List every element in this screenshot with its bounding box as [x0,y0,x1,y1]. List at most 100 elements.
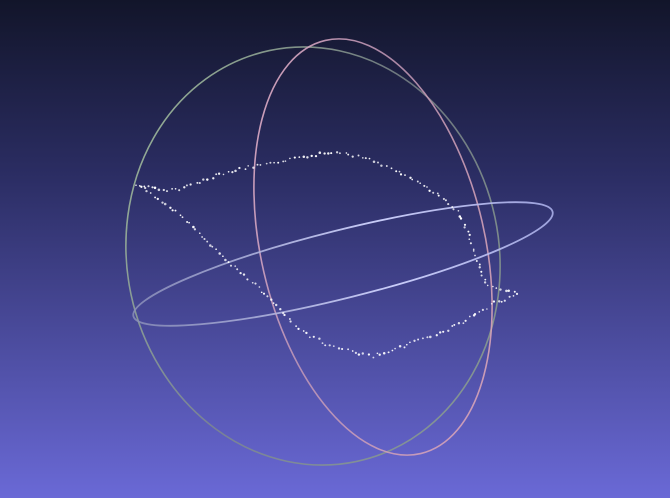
point-cloud-point [193,228,197,231]
point-cloud-point [224,258,227,262]
point-cloud-point [378,353,381,356]
trackball-gizmo[interactable] [87,12,560,498]
point-cloud-point [394,347,396,350]
point-cloud-point [144,186,147,190]
point-cloud-point [368,157,371,160]
point-cloud-point [179,214,182,217]
point-cloud-point [289,157,291,160]
point-cloud-point [306,156,309,159]
point-cloud-point [432,191,435,194]
point-cloud-point [497,300,501,303]
point-cloud-point [227,261,230,264]
point-cloud-point [234,265,237,267]
point-cloud-point [185,184,188,187]
point-cloud-point [423,184,426,187]
point-cloud-point [507,289,510,292]
point-cloud-point [399,173,403,176]
point-cloud-point [298,156,301,158]
point-cloud-point [247,165,250,167]
point-cloud-point [385,165,388,167]
point-cloud-point [178,189,181,192]
point-cloud-point [189,183,192,186]
point-cloud-point [293,156,296,159]
point-cloud-point [351,155,354,158]
point-cloud-point [277,161,280,164]
point-cloud-point [145,189,148,193]
point-cloud-point [149,192,152,194]
point-cloud-point [459,217,463,220]
point-cloud-point [398,345,402,348]
point-cloud-point [458,215,462,218]
point-cloud-point [515,292,519,295]
point-cloud-point [165,190,169,193]
point-cloud-point [284,160,287,162]
point-cloud-point [262,292,266,295]
point-cloud-point [302,155,306,158]
point-cloud-point [266,295,269,298]
point-cloud-point [462,322,465,325]
point-cloud-point [198,181,201,185]
point-cloud-point [486,308,488,310]
point-cloud-point [174,187,177,190]
meridian-ring-pink[interactable] [216,15,530,479]
point-cloud-point [273,161,275,164]
point-cloud-point [258,286,261,288]
point-cloud-point [372,356,375,359]
point-cloud-point [157,188,161,192]
point-cloud-point [387,351,390,354]
point-cloud-point [174,209,177,212]
point-cloud-point [391,349,394,352]
point-cloud-point [202,178,205,181]
point-cloud-point [227,170,230,173]
point-cloud-point [203,237,206,241]
point-cloud-point [429,335,432,339]
point-cloud-point [513,290,516,293]
point-cloud-point [361,157,364,159]
meridian-ring-green[interactable] [87,12,538,498]
point-cloud-point [186,221,189,223]
point-cloud-point [469,242,472,245]
point-cloud-point [442,330,445,333]
point-cloud-point [212,177,215,180]
point-cloud-point [419,182,422,185]
point-cloud-point [171,209,174,212]
point-cloud-point [503,299,506,302]
point-cloud-point [376,352,379,355]
point-cloud-point [382,351,386,355]
point-cloud-point [151,186,154,189]
point-cloud-point [206,240,209,243]
point-cloud-point [181,216,184,219]
point-cloud-point [272,302,275,304]
point-cloud-point [153,186,157,190]
point-cloud-point [463,226,466,229]
point-cloud-point [140,185,143,188]
point-cloud-point [484,278,487,281]
point-cloud-point [156,197,159,201]
equator-ring-blue[interactable] [125,179,561,349]
point-cloud-point [236,268,239,271]
point-cloud-point [483,281,487,284]
point-cloud-point [154,196,157,199]
point-cloud-point [161,201,164,204]
point-cloud-point [314,154,318,158]
point-cloud-point [474,254,476,257]
point-cloud-point [464,319,467,322]
point-cloud-point [468,315,471,318]
point-cloud-point [417,338,420,341]
point-cloud-point [321,342,324,345]
point-cloud-point [251,281,254,284]
point-cloud-point [171,188,173,190]
point-cloud-point [426,186,428,188]
point-cloud-point [395,170,398,173]
point-cloud-point [135,184,137,187]
point-cloud-point [222,173,225,176]
point-cloud-point [490,302,493,305]
point-cloud-point [318,337,321,340]
point-cloud-point [244,168,247,171]
point-cloud-point [147,185,150,188]
point-cloud-point [472,250,475,252]
point-cloud-point [279,308,282,311]
point-cloud-point [318,151,322,154]
